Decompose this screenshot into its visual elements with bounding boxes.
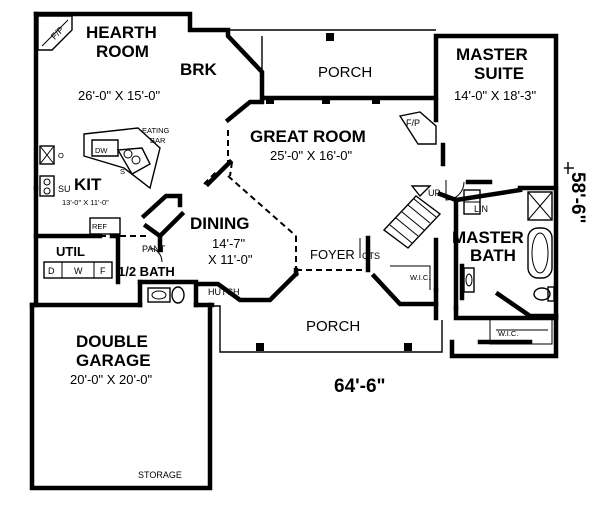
master-suite-label-1: MASTER — [456, 45, 528, 64]
overall-width-dim: 64'-6" — [334, 376, 386, 397]
fp-right-label: F/P — [406, 118, 420, 128]
hearth-room-dim: 26'-0" X 15'-0" — [78, 88, 161, 103]
wic-label-1: W.I.C. — [410, 273, 430, 282]
s-label: S — [120, 167, 125, 176]
ref-label: REF — [92, 222, 107, 231]
half-bath-label: 1/2 BATH — [118, 264, 175, 279]
garage-label-2: GARAGE — [76, 351, 151, 370]
up-label: UP — [428, 188, 441, 198]
eating-bar-label-2: BAR — [150, 136, 166, 145]
interior-walls — [33, 97, 559, 345]
great-room-label: GREAT ROOM — [250, 127, 366, 146]
fireplace-right-icon — [398, 111, 437, 145]
su-label: SU — [58, 184, 71, 194]
garage-dim: 20'-0" X 20'-0" — [70, 372, 153, 387]
foyer-label: FOYER — [310, 247, 355, 262]
dining-label: DINING — [190, 214, 250, 233]
w-label: W — [74, 266, 83, 276]
lin-label: LIN — [474, 204, 488, 214]
cts-label: CTS — [362, 251, 380, 261]
brk-label: BRK — [180, 60, 218, 79]
dw-label: DW — [95, 146, 108, 155]
linen-closet — [463, 189, 481, 215]
wic-label-2: W.I.C. — [498, 329, 518, 338]
pant-label: PANT — [142, 244, 166, 254]
master-suite-dim: 14'-0" X 18'-3" — [454, 88, 537, 103]
eating-bar-label-1: EATING — [142, 126, 170, 135]
hearth-room-label-1: HEARTH — [86, 23, 157, 42]
dimension-marks — [564, 162, 574, 174]
toilet-icon — [533, 286, 555, 302]
oven-icon — [39, 145, 55, 165]
tub-icon — [527, 227, 553, 279]
kit-dim: 13'-0" X 11'-0" — [62, 198, 109, 207]
kit-label: KIT — [74, 175, 102, 194]
dining-dim-1: 14'-7" — [212, 236, 246, 251]
util-label: UTIL — [56, 244, 85, 259]
d-label: D — [48, 266, 55, 276]
porch-top-label: PORCH — [318, 64, 372, 81]
master-bath-label-2: BATH — [470, 246, 516, 265]
door-swings — [149, 180, 465, 263]
half-bath-fixtures — [147, 286, 185, 304]
master-bath-label-1: MASTER — [452, 228, 524, 247]
laundry-appliances — [43, 261, 113, 279]
porch-outlines — [210, 29, 443, 353]
shower-icon — [527, 191, 553, 221]
refrigerator-icon — [89, 217, 121, 235]
wic-shelving — [390, 265, 553, 345]
eating-bar-counter — [83, 127, 161, 190]
storage-label: STORAGE — [138, 470, 182, 480]
master-suite-label-2: SUITE — [474, 64, 524, 83]
overall-depth-dim: 58'-6" — [567, 172, 588, 224]
porch-columns — [256, 33, 412, 351]
hutch-label: HUTCH — [208, 287, 240, 297]
porch-bottom-label: PORCH — [306, 318, 360, 335]
great-room-dim: 25'-0" X 16'-0" — [270, 148, 353, 163]
dining-dim-2: X 11'-0" — [208, 252, 253, 267]
garage-label-1: DOUBLE — [76, 332, 148, 351]
hearth-room-label-2: ROOM — [96, 42, 149, 61]
f-label: F — [100, 266, 106, 276]
vanity-icon — [463, 267, 475, 293]
o-label: O — [58, 151, 64, 160]
fireplace-left-icon — [37, 15, 73, 51]
staircase-icon — [382, 185, 442, 249]
open-plan-dashed-lines — [100, 130, 368, 271]
cooktop-icon — [39, 175, 55, 197]
